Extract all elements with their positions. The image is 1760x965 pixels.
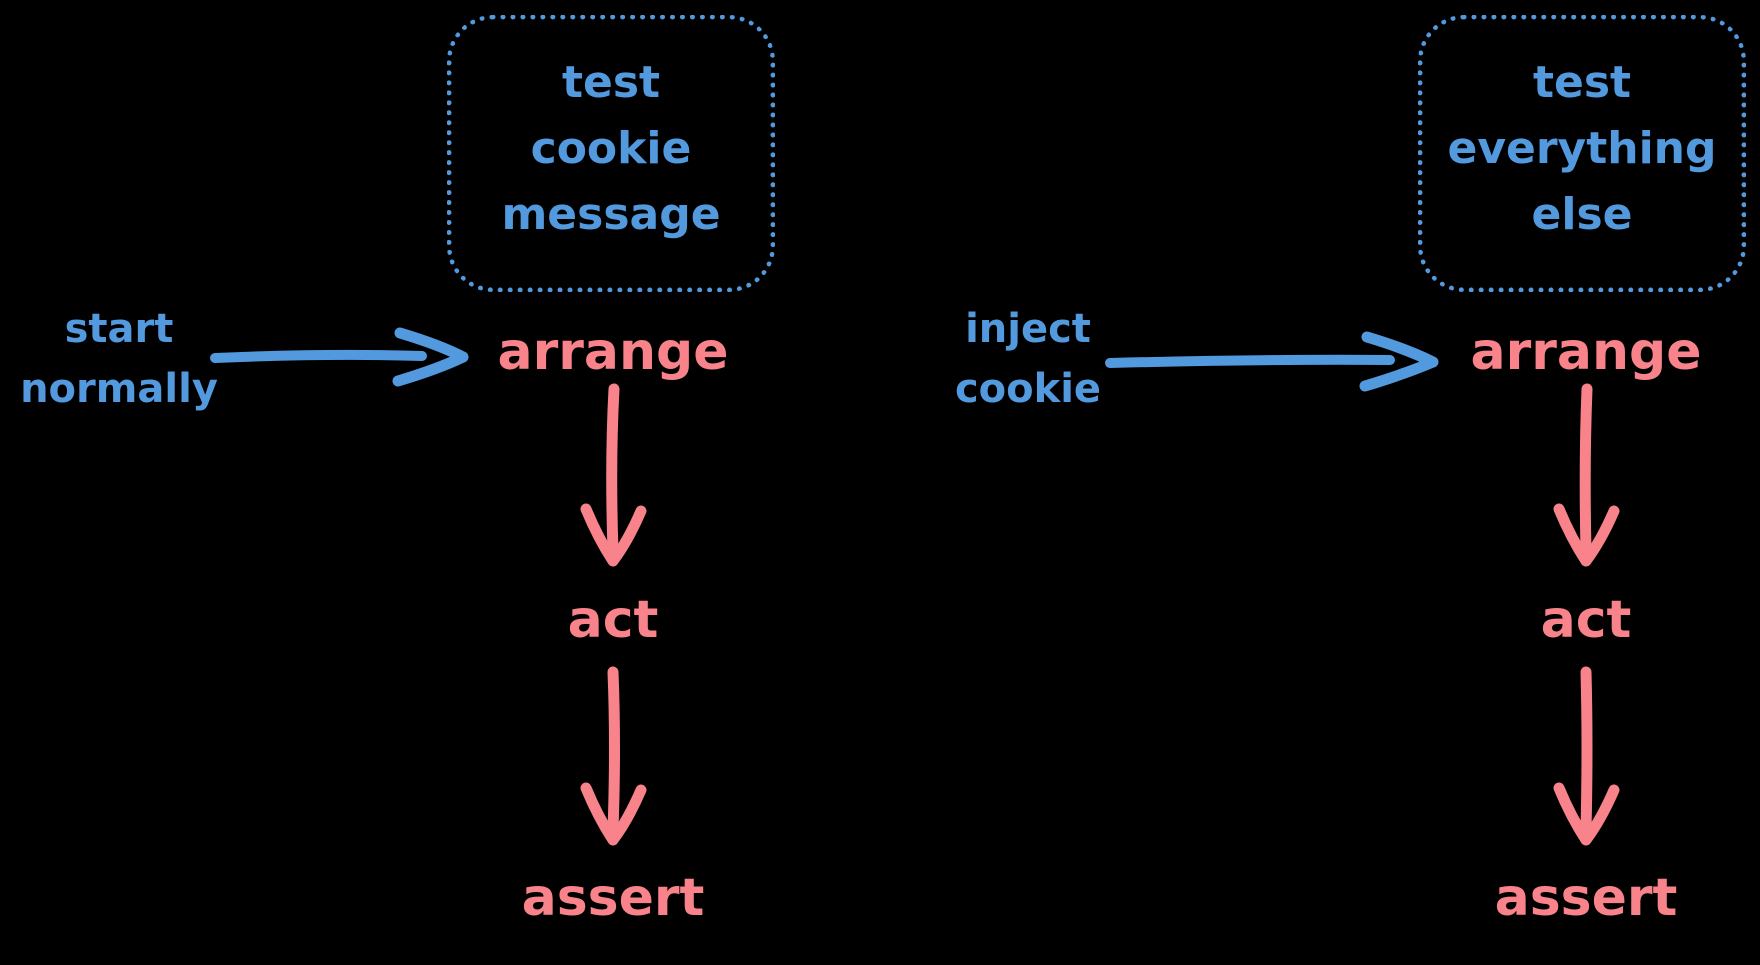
note-box-line: message	[501, 188, 721, 240]
note-box-line: everything	[1447, 122, 1717, 174]
flow-test-everything-else: test everything else inject cookie arran…	[880, 0, 1760, 965]
arrow-right-icon	[1105, 331, 1439, 392]
entry-label-line: cookie	[954, 366, 1102, 412]
arrow-down-icon	[1553, 383, 1620, 567]
note-box-line: else	[1531, 188, 1633, 240]
note-box-test-everything-else: test everything else	[1418, 15, 1746, 292]
arrow-down-icon	[580, 666, 647, 846]
step-assert: assert	[1494, 868, 1678, 928]
entry-label-line: inject	[965, 306, 1091, 352]
flow-test-cookie-message: test cookie message start normally arran…	[0, 15, 775, 928]
step-assert: assert	[521, 868, 705, 928]
note-box-line: cookie	[530, 122, 692, 174]
note-box-line: test	[1532, 56, 1632, 108]
entry-label-line: start	[64, 306, 174, 352]
entry-label-line: normally	[20, 366, 218, 412]
entry-label-inject-cookie: inject cookie	[908, 299, 1148, 419]
step-arrange: arrange	[497, 322, 729, 382]
note-box-line: test	[561, 56, 661, 108]
entry-label-start-normally: start normally	[0, 299, 239, 419]
step-act: act	[567, 590, 659, 650]
arrow-right-icon	[210, 327, 469, 387]
arrow-down-icon	[580, 383, 647, 567]
arrow-down-icon	[1553, 666, 1620, 846]
note-box-test-cookie-message: test cookie message	[447, 15, 775, 292]
step-act: act	[1540, 590, 1632, 650]
step-arrange: arrange	[1470, 322, 1702, 382]
